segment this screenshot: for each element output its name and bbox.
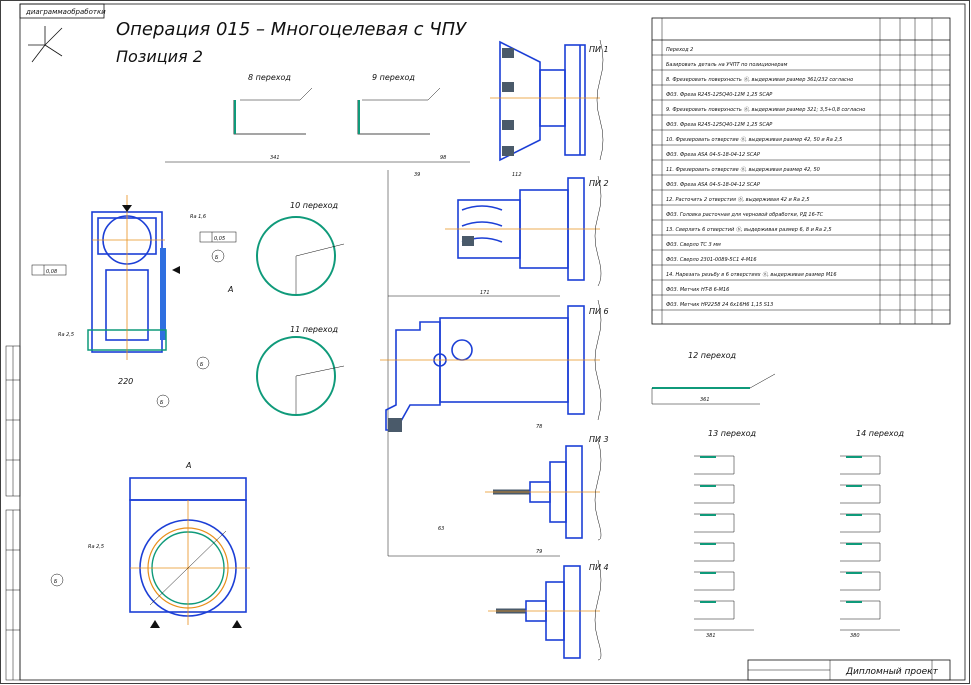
transition-9-sketch	[357, 87, 441, 135]
thread-step	[694, 571, 735, 591]
operation-title: Операция 015 – Многоцелевая с ЧПУ	[116, 19, 467, 40]
tool-pi4	[488, 559, 602, 661]
tool-pi1	[490, 39, 604, 162]
base-label-2: Б	[200, 362, 204, 368]
tool-label-pi2: ПИ 2	[589, 179, 609, 188]
base-label-4: Б	[54, 579, 58, 585]
sheet-row-text: Ф03. Головка расточная для черновой обра…	[666, 212, 824, 218]
dim-78: 78	[536, 424, 542, 430]
dimension-chain	[165, 161, 560, 557]
tool-pi3	[485, 439, 602, 541]
gdt-frame-icon	[31, 264, 67, 276]
tolerance-frame-1: 0,08	[46, 269, 57, 275]
footer-title: Дипломный проект	[845, 667, 939, 677]
sheet-row-text: 10. Фрезеровать отверстие ⓑ, выдерживая …	[666, 136, 842, 143]
process-sheet-table	[651, 17, 951, 325]
sheet-row-text: 14. Нарезать резьбу в 6 отверстиях ⓑ, вы…	[666, 271, 837, 278]
sheet-row-text: 12. Расточить 2 отверстия ⓑ, выдерживая …	[666, 196, 809, 203]
transition-8-sketch	[233, 87, 313, 135]
tool-pi2	[445, 175, 602, 287]
transition-9-label: 9 переход	[372, 73, 415, 82]
gdt-frame-2	[199, 231, 237, 243]
dim-361: 361	[700, 397, 710, 403]
tool-pi6	[380, 299, 602, 432]
axes-icon	[28, 26, 63, 63]
title-block	[747, 659, 951, 681]
sheet-row-text: 8. Фрезеровать поверхность ⓑ, выдерживая…	[666, 76, 853, 83]
transition-13-sketch	[694, 455, 754, 631]
sheet-row-text: 11. Фрезеровать отверстие ⓑ, выдерживая …	[666, 166, 820, 173]
thread-step	[694, 484, 735, 504]
dim-79: 79	[536, 549, 542, 555]
transition-8-label: 8 переход	[248, 73, 291, 82]
section-label: А	[185, 461, 191, 470]
thread-step	[840, 513, 881, 533]
thread-step	[840, 571, 881, 591]
tolerance-frame-2: 0,05	[214, 236, 225, 242]
dim-98: 98	[440, 155, 446, 161]
dim-39: 39	[414, 172, 420, 178]
transition-14-sketch	[840, 455, 900, 631]
thread-step	[694, 542, 735, 562]
dim-380: 380	[850, 633, 860, 639]
thread-step	[840, 600, 881, 620]
dim-171: 171	[480, 290, 490, 296]
transition-13-label: 13 переход	[708, 429, 757, 438]
position-title: Позиция 2	[116, 47, 203, 66]
sheet-row-text: Ф03. Метчик HT-8 6-М16	[666, 287, 729, 293]
dim-381: 381	[706, 633, 716, 639]
sheet-row-text: Переход 2	[666, 47, 693, 53]
dim-220: 220	[118, 377, 133, 386]
tool-label-pi4: ПИ 4	[589, 563, 609, 572]
sheet-row-text: Ф03. Фреза R245-125Q40-12M 1,25 SCAP	[666, 122, 772, 128]
tool-label-pi1: ПИ 1	[589, 45, 609, 54]
roughness-1: Ra 1,6	[190, 214, 206, 220]
left-stamp-columns	[5, 345, 21, 681]
tool-label-pi3: ПИ 3	[589, 435, 609, 444]
sheet-row-text: Ф03. Сверло 2301-0089-5С1 4-М16	[666, 257, 757, 263]
thread-step	[694, 513, 735, 533]
thread-step	[840, 542, 881, 562]
thread-step	[840, 455, 881, 475]
sheet-row-text: Ф03. Метчик HP2258 24 6х16H6 1,15 S13	[666, 302, 773, 308]
thread-step	[694, 600, 735, 620]
view-arrow-label: А	[227, 285, 233, 294]
transition-10-sketch	[256, 216, 345, 296]
base-label-1: Б	[215, 255, 219, 261]
base-label-3: Б	[160, 400, 164, 406]
dim-63: 63	[438, 526, 444, 532]
roughness-2: Ra 2,5	[58, 332, 74, 338]
sheet-row-text: Ф03. Сверло ТС 3 мм	[666, 242, 721, 248]
part-section-view	[87, 195, 180, 360]
sheet-row-text: 9. Фрезеровать поверхность ⓑ, выдерживая…	[666, 106, 865, 113]
stamp-label: диаграммаобработки	[25, 8, 106, 16]
sheet-row-text: Базировать деталь на УЧПТ по позиционера…	[666, 62, 788, 68]
transition-11-sketch	[256, 336, 345, 416]
inner-border	[19, 3, 966, 681]
process-sheet-rows: Переход 2 Базировать деталь на УЧПТ по по…	[652, 47, 950, 311]
base-marker-4	[50, 573, 64, 587]
dim-112: 112	[512, 172, 522, 178]
dim-341: 341	[270, 155, 280, 161]
transition-12-label: 12 переход	[688, 351, 737, 360]
transition-10-label: 10 переход	[290, 201, 339, 210]
base-marker-2	[196, 356, 210, 370]
part-end-view	[129, 477, 250, 628]
sheet-row-text: Ф03. Фреза R245-125Q40-12M 1,25 SCAP	[666, 92, 772, 98]
thread-step	[840, 484, 881, 504]
transition-11-label: 11 переход	[290, 325, 339, 334]
sheet-row-text: Ф03. Фреза ASA 04-S-18-04-12 SCAP	[666, 182, 760, 188]
transition-12-sketch	[651, 373, 776, 405]
tool-label-pi6: ПИ 6	[589, 307, 609, 316]
roughness-3: Ra 2,5	[88, 544, 104, 550]
transition-14-label: 14 переход	[856, 429, 905, 438]
base-marker-3	[156, 394, 170, 408]
sheet-row-text: Ф03. Фреза ASA 04-S-18-04-12 SCAP	[666, 152, 760, 158]
base-marker-1	[211, 249, 225, 263]
stamp-box	[19, 3, 105, 19]
sheet-row-text: 13. Сверлить 6 отверстий ⓑ, выдерживая р…	[666, 226, 832, 233]
thread-step	[694, 455, 735, 475]
